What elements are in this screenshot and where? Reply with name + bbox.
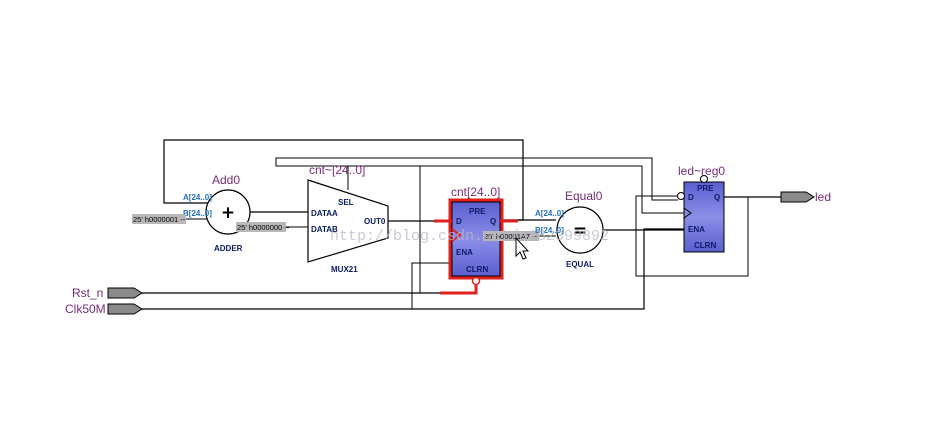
rst-n-label: Rst_n — [72, 286, 103, 300]
led-register[interactable]: led~reg0 PRE D Q ENA CLRN — [677, 164, 726, 253]
led-ena-label: ENA — [688, 225, 705, 234]
adder-port-b: B[24..0] — [183, 209, 212, 218]
comparator-block[interactable]: = Equal0 A[24..0] B[24..0] EQUAL — [535, 189, 604, 269]
mux-dataa-label: DATAA — [311, 209, 338, 218]
counter-ena-label: ENA — [456, 248, 473, 257]
comparator-type-label: EQUAL — [566, 260, 594, 269]
adder-type-label: ADDER — [214, 244, 243, 253]
comparator-port-a: A[24..0] — [535, 209, 564, 218]
counter-pre-label: PRE — [469, 207, 486, 216]
mux-type-label: MUX21 — [331, 265, 358, 274]
counter-instance-label: cnt[24..0] — [451, 185, 500, 199]
mux-instance-label: cnt~[24..0] — [309, 163, 365, 177]
mux-datab-label: DATAB — [311, 225, 338, 234]
mux-out-label: OUT0 — [364, 217, 386, 226]
mux-sel-label: SEL — [338, 198, 354, 207]
led-d-label: D — [688, 193, 694, 202]
adder-symbol: + — [221, 203, 235, 223]
led-instance-label: led~reg0 — [678, 164, 725, 178]
pin-clk50m[interactable]: Clk50M — [65, 302, 143, 316]
led-q-label: Q — [714, 193, 720, 202]
pin-rst-n[interactable]: Rst_n — [72, 286, 143, 300]
adder-instance-label: Add0 — [212, 173, 240, 187]
mux-block[interactable]: cnt~[24..0] SEL DATAA DATAB OUT0 MUX21 — [307, 163, 389, 274]
counter-q-label: Q — [490, 217, 496, 226]
wires — [140, 139, 781, 310]
led-clrn-label: CLRN — [694, 241, 716, 250]
counter-d-label: D — [456, 217, 462, 226]
pin-led[interactable]: led — [780, 190, 831, 204]
equal-b-constant: 25' h00001A7 -- — [484, 232, 538, 241]
comparator-instance-label: Equal0 — [565, 189, 603, 203]
mux-b-constant: 25' h0000000 -- — [237, 223, 290, 232]
adder-port-a: A[24..0] — [183, 193, 212, 202]
led-pre-label: PRE — [697, 184, 714, 193]
comparator-symbol: = — [573, 221, 587, 241]
clk50m-label: Clk50M — [65, 302, 106, 316]
comparator-port-b: B[24..0] — [535, 226, 564, 235]
counter-clrn-label: CLRN — [466, 265, 488, 274]
mouse-cursor-icon — [515, 236, 530, 260]
adder-b-constant: 25' h0000001 -- — [133, 215, 186, 224]
led-pin-label: led — [815, 190, 831, 204]
adder-block[interactable]: + Add0 A[24..0] B[24..0] ADDER — [183, 173, 251, 253]
watermark-text: http://blog.csdn.net/a182399892 — [330, 228, 609, 245]
